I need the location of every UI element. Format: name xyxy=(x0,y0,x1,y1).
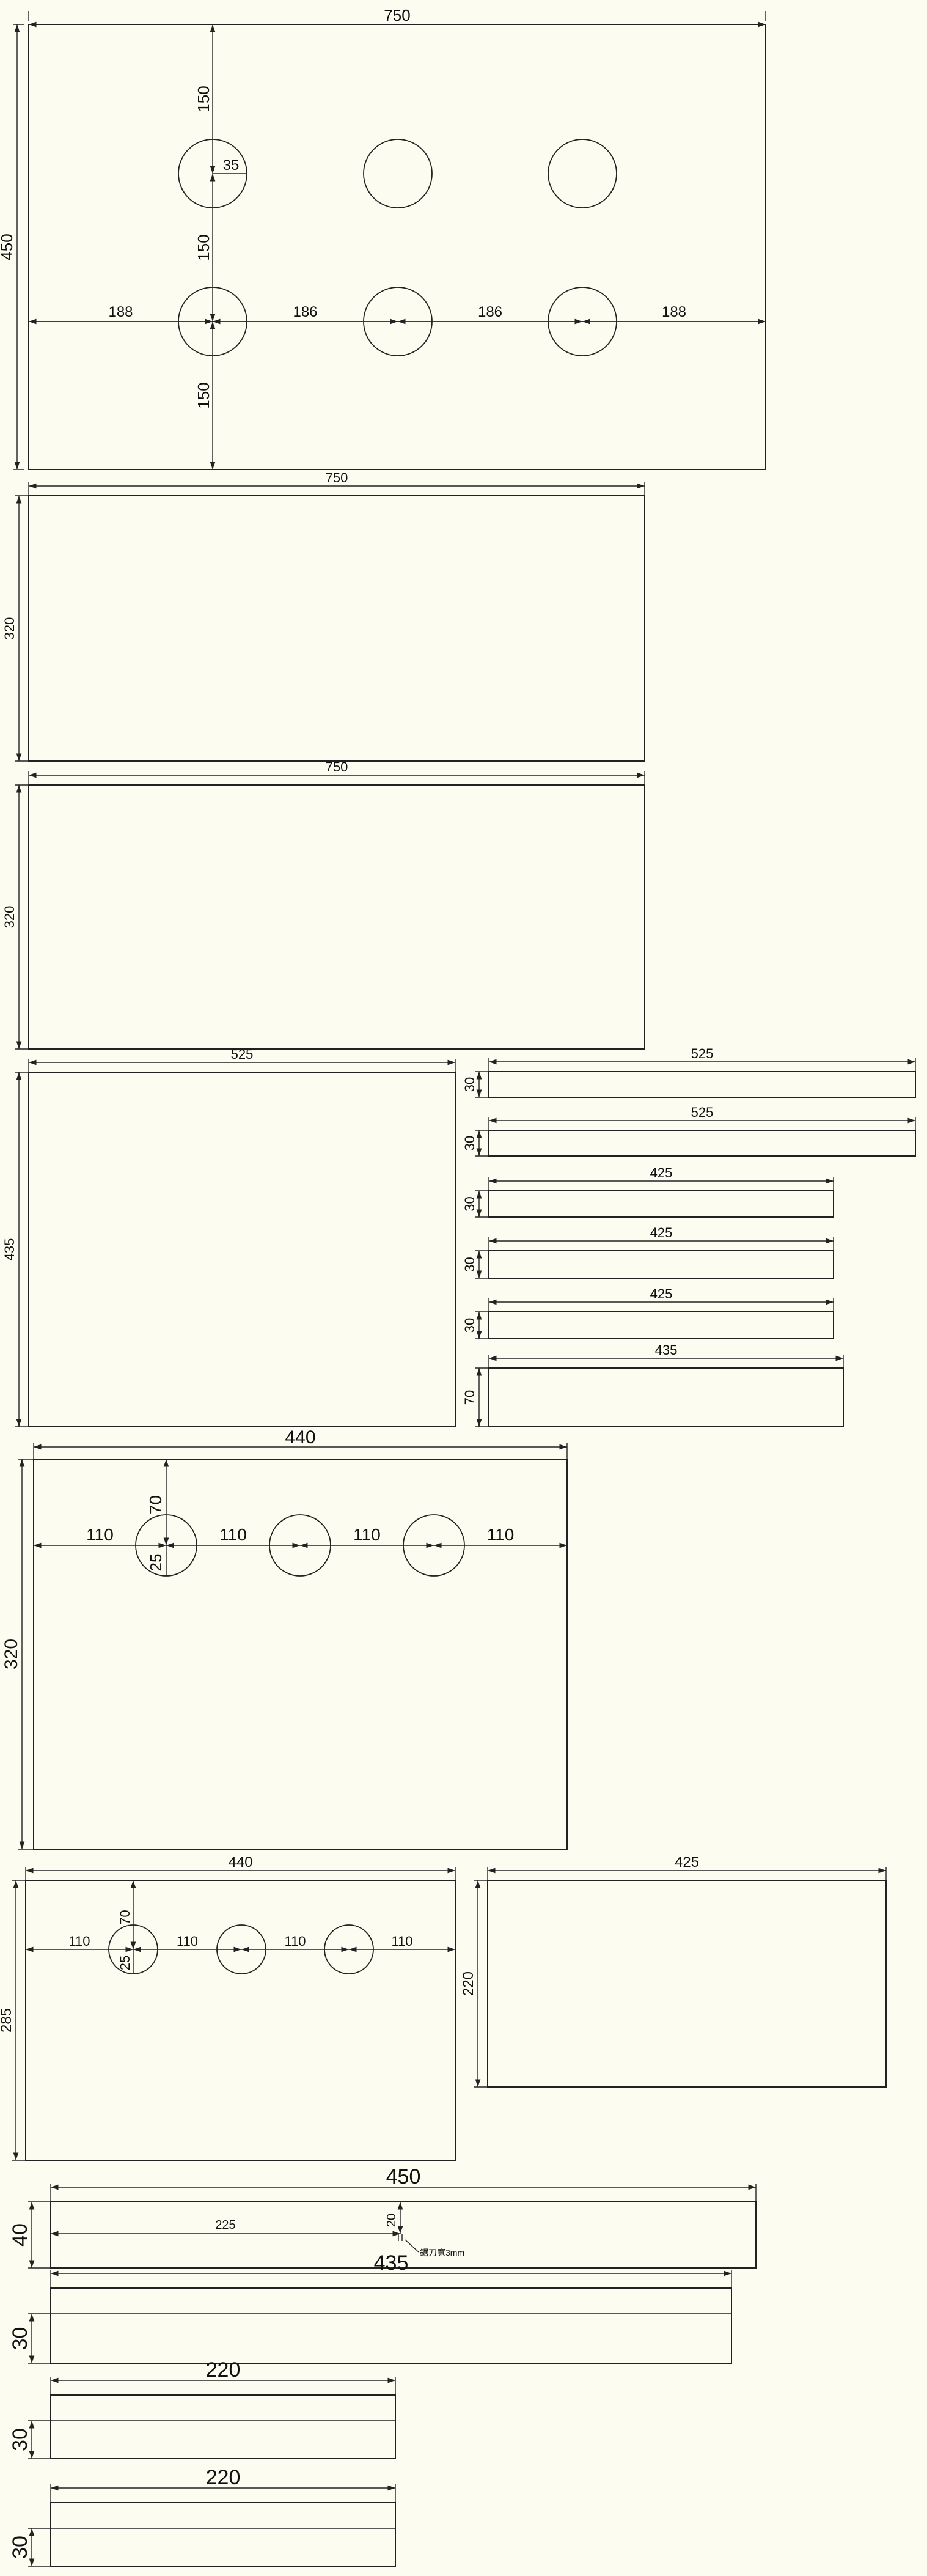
strip-3-outline xyxy=(488,1190,834,1218)
bar-2-width-label: 435 xyxy=(374,2251,409,2275)
bar-3-width-label: 220 xyxy=(206,2358,241,2382)
bar-1-note: 鋸刀寬3mm xyxy=(420,2248,464,2258)
panel-5-outline xyxy=(33,1459,568,1850)
strip-4-height-label: 30 xyxy=(462,1257,477,1271)
strip-5-height-label: 30 xyxy=(462,1318,477,1333)
bar-1-note-leader xyxy=(405,2239,419,2253)
panel-1-height-label: 450 xyxy=(0,234,16,260)
panel-6-spacing-3-label: 110 xyxy=(284,1934,306,1949)
panel-7-width-label: 425 xyxy=(675,1854,699,1871)
panel-6-radius-label: 25 xyxy=(117,1956,133,1970)
panel-4-outline xyxy=(28,1072,456,1427)
bar-1-height-label: 40 xyxy=(9,2223,32,2247)
panel-1-vertical-1-label: 150 xyxy=(194,86,213,112)
panel-5-radius-label: 25 xyxy=(147,1554,165,1572)
panel-5-width-label: 440 xyxy=(285,1427,315,1448)
strip-6-outline xyxy=(488,1367,844,1427)
strip-1-outline xyxy=(488,1071,916,1098)
bar-2-height-label: 30 xyxy=(9,2327,32,2350)
strip-3-height-label: 30 xyxy=(462,1196,477,1211)
panel-1-spacing-1-label: 188 xyxy=(108,304,133,320)
panel-1-width-label: 750 xyxy=(384,6,410,24)
panel-5-spacing-2-label: 110 xyxy=(219,1525,247,1544)
panel-3-height-label: 320 xyxy=(2,906,17,929)
panel-1-vertical-2-label: 150 xyxy=(194,234,213,260)
strip-6-height-label: 70 xyxy=(462,1390,477,1405)
bar-4-height-label: 30 xyxy=(9,2536,32,2559)
panel-6-top-label: 70 xyxy=(117,1910,133,1924)
panel-1-vertical-3-label: 150 xyxy=(194,382,213,408)
panel-1-radius-label: 35 xyxy=(223,157,240,174)
bar-1-offset-label: 225 xyxy=(215,2218,235,2232)
panel-7-outline xyxy=(487,1880,887,2088)
strip-6-width-label: 435 xyxy=(655,1342,678,1358)
panel-6-width-label: 440 xyxy=(228,1854,252,1871)
panel-4-width-label: 525 xyxy=(231,1047,254,1062)
bar-3-height-label: 30 xyxy=(9,2428,32,2451)
strip-1-height-label: 30 xyxy=(462,1077,477,1092)
bar-2-outline xyxy=(50,2287,732,2364)
strip-2-outline xyxy=(488,1130,916,1157)
panel-4-height-label: 435 xyxy=(2,1238,17,1261)
panel-3-width-label: 750 xyxy=(326,759,348,775)
panel-1-outline xyxy=(28,24,766,470)
bar-4-width-label: 220 xyxy=(206,2466,241,2489)
panel-2-outline xyxy=(28,495,645,762)
panel-6-spacing-1-label: 110 xyxy=(68,1934,90,1949)
panel-1-hole-r1c2 xyxy=(363,139,433,208)
panel-6-height-label: 285 xyxy=(0,2008,15,2033)
strip-4-width-label: 425 xyxy=(650,1225,673,1240)
panel-2-height-label: 320 xyxy=(2,617,17,640)
bar-1-width-label: 450 xyxy=(386,2165,421,2188)
bar-3-outline xyxy=(50,2394,396,2459)
strip-4-outline xyxy=(488,1250,834,1279)
strip-2-height-label: 30 xyxy=(462,1136,477,1150)
panel-5-height-label: 320 xyxy=(1,1639,21,1669)
strip-2-width-label: 525 xyxy=(691,1105,714,1120)
bar-4-outline xyxy=(50,2502,396,2567)
strip-5-width-label: 425 xyxy=(650,1286,673,1301)
panel-1-spacing-2-label: 186 xyxy=(293,304,317,320)
panel-3-outline xyxy=(28,784,645,1050)
strip-1-width-label: 525 xyxy=(691,1046,714,1061)
panel-6-spacing-4-label: 110 xyxy=(391,1934,412,1949)
panel-6-outline xyxy=(25,1880,456,2161)
panel-6-spacing-2-label: 110 xyxy=(177,1934,198,1949)
panel-5-spacing-4-label: 110 xyxy=(487,1525,515,1544)
strip-5-outline xyxy=(488,1311,834,1339)
panel-1-spacing-4-label: 188 xyxy=(662,304,686,320)
panel-7-height-label: 220 xyxy=(460,1971,477,1996)
panel-5-spacing-3-label: 110 xyxy=(353,1525,381,1544)
panel-5-top-label: 70 xyxy=(146,1495,165,1514)
panel-2-width-label: 750 xyxy=(326,470,348,485)
bar-1-depth-label: 20 xyxy=(385,2214,398,2227)
panel-1-hole-r1c3 xyxy=(548,139,617,208)
panel-5-spacing-1-label: 110 xyxy=(86,1525,114,1544)
strip-3-width-label: 425 xyxy=(650,1165,673,1180)
panel-1-spacing-3-label: 186 xyxy=(478,304,502,320)
